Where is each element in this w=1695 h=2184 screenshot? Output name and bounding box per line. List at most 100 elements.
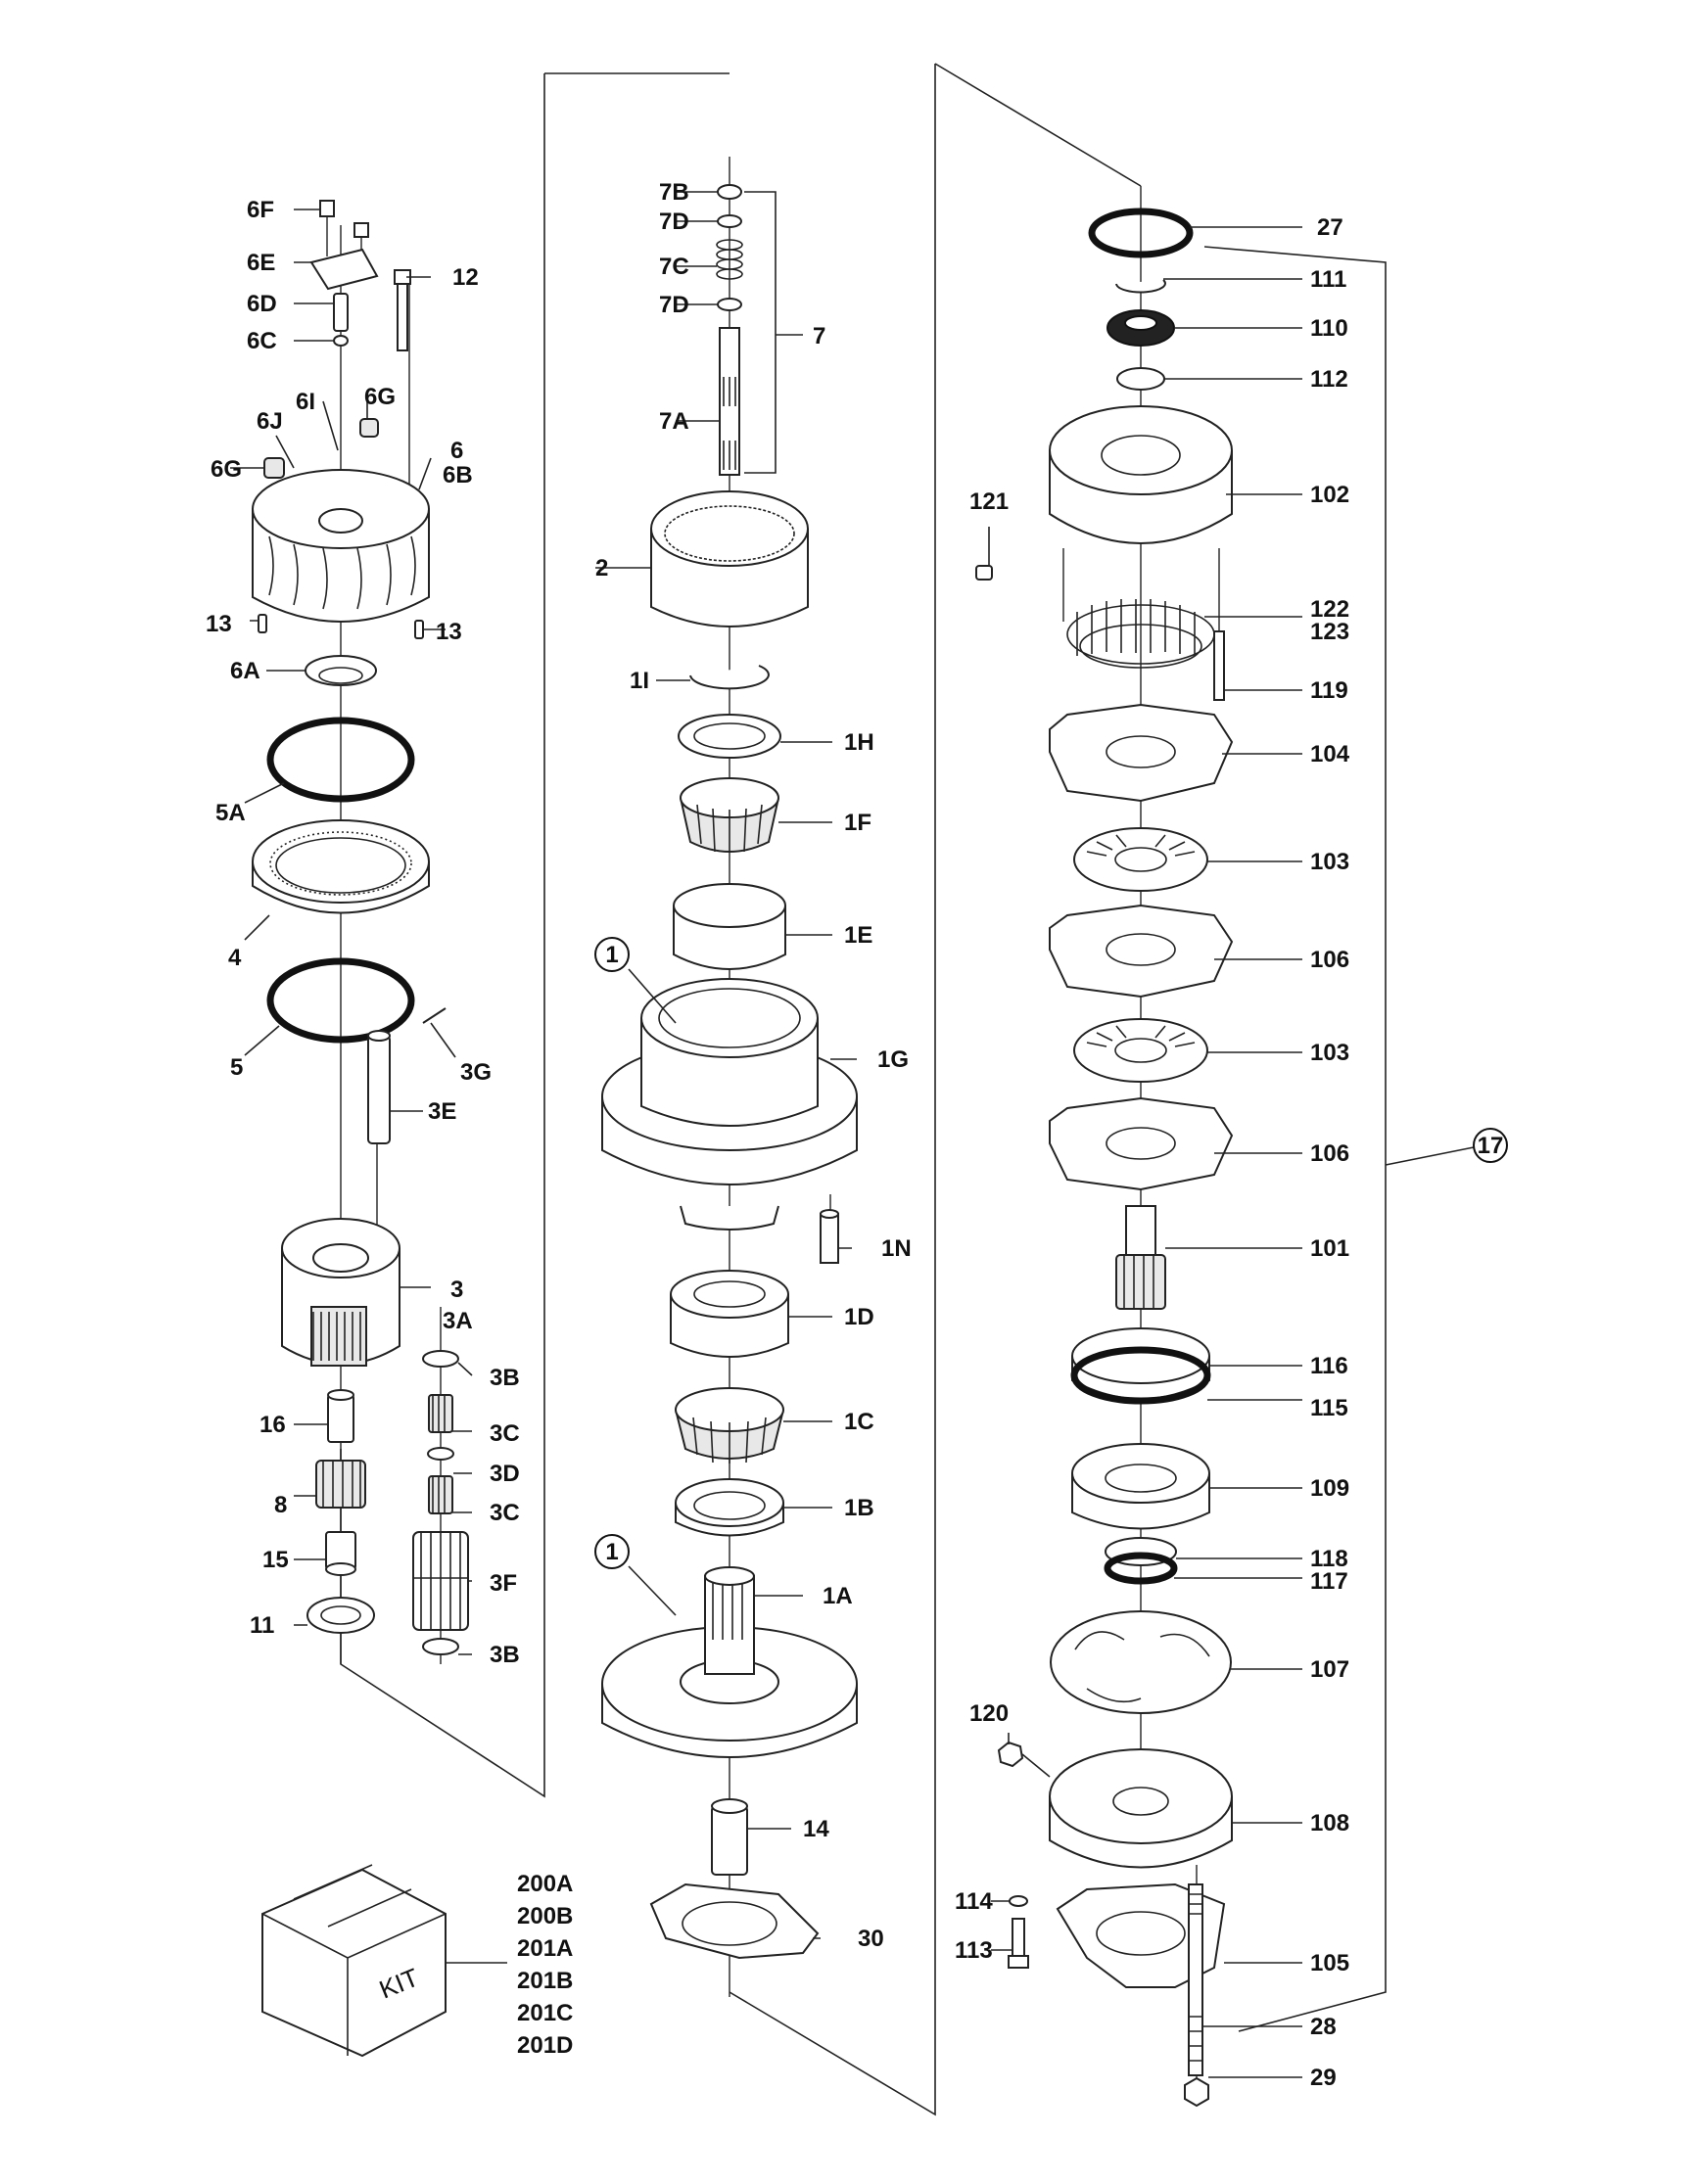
callout-7a: 7A [659,408,689,435]
callout-6g_b: 6G [211,456,242,483]
gear-8 [315,1460,366,1509]
dowel-13-right [414,620,424,639]
o-ring-27 [1088,208,1194,258]
callout-1b: 1B [844,1495,874,1521]
kit-box [261,1864,507,2058]
callout-3f: 3F [490,1570,517,1597]
ring-gear-4 [252,819,430,914]
plate-104 [1049,703,1234,803]
callout-1i: 1I [630,668,649,694]
callout-8: 8 [274,1492,287,1518]
plate-106b [1049,1096,1234,1191]
gasket-30 [649,1882,820,1960]
gasket-105 [1056,1882,1226,1988]
right-assembly [975,208,1234,2108]
kit-code-201a: 201A [517,1935,573,1962]
callout-116: 116 [1310,1353,1348,1379]
spacer-112 [1116,367,1165,391]
callout-105: 105 [1310,1950,1349,1976]
pin-119 [1213,630,1225,701]
needle-3c-bottom [428,1475,453,1514]
callout-108: 108 [1310,1810,1349,1836]
callout-6i: 6I [296,389,315,415]
kit-code-200a: 200A [517,1871,573,1897]
dowel-13-left [258,614,267,633]
callout-101: 101 [1310,1235,1349,1262]
circled-callout-1: 1 [594,1534,630,1569]
callout-107: 107 [1310,1656,1349,1683]
callout-3c_a: 3C [490,1420,520,1447]
callout-11: 11 [250,1612,274,1639]
bolt-12 [394,269,411,351]
callout-6c: 6C [247,328,277,354]
callout-115: 115 [1310,1395,1348,1421]
callout-118: 118 [1310,1546,1348,1572]
ring-7b [717,184,742,200]
seal-1d [670,1270,789,1358]
callout-1f: 1F [844,810,871,836]
callout-117: 117 [1310,1568,1348,1595]
cup-1e [673,883,786,970]
callout-103_b: 103 [1310,1040,1349,1066]
needle-3c-top [428,1394,453,1433]
spacer-3d [427,1447,454,1461]
left-assembly [252,200,469,1655]
ring-gear-2 [650,490,809,627]
callout-106_a: 106 [1310,947,1349,973]
callout-6: 6 [450,438,463,464]
bolt-113 [1008,1918,1029,1969]
spring-7c [716,239,743,280]
callout-7d_b: 7D [659,292,689,318]
callout-7: 7 [813,323,825,349]
callout-111: 111 [1310,266,1346,293]
nut-29 [1184,2076,1209,2108]
friction-disc-103b [1073,1018,1208,1083]
o-ring-5a [266,717,415,803]
callout-6j: 6J [257,408,283,435]
callout-113: 113 [955,1937,993,1964]
bearing-1f [680,777,779,853]
spindle-1a [601,1566,858,1758]
cover-108 [1049,1748,1233,1869]
kit-code-201c: 201C [517,2000,573,2026]
washer-3b-bottom [422,1638,459,1655]
frame-lines [340,63,1475,2116]
callout-29: 29 [1310,2065,1337,2091]
washer-6c [333,335,349,347]
callout-28: 28 [1310,2014,1337,2040]
callout-1n: 1N [881,1235,912,1262]
ring-7d-top [717,214,742,228]
callout-3e: 3E [428,1098,456,1125]
center-assembly [601,184,858,1960]
plug-121 [975,565,993,581]
washer-114 [1009,1895,1028,1907]
callout-122: 122 [1310,596,1349,623]
callout-14: 14 [803,1816,829,1842]
callout-106_b: 106 [1310,1140,1349,1167]
circled-callout-17: 17 [1473,1128,1508,1163]
seal-118-117 [1104,1537,1178,1585]
o-ring-5 [266,957,415,1044]
callout-6f: 6F [247,197,274,223]
hub-1g [601,978,858,1231]
callout-1h: 1H [844,729,874,756]
race-1h [678,714,781,759]
gasket-107 [1050,1610,1232,1714]
kit-code-200b: 200B [517,1903,573,1929]
callout-13_a: 13 [206,611,232,637]
svg-text:1: 1 [605,942,618,968]
carrier-housing-6 [252,469,430,623]
cap-6g-left [263,457,285,479]
callout-1e: 1E [844,922,872,949]
planet-carrier-3 [281,1218,400,1367]
snap-ring-111 [1115,279,1166,294]
callout-110: 110 [1310,315,1348,342]
callout-3b_a: 3B [490,1365,520,1391]
callout-104: 104 [1310,741,1350,767]
callout-109: 109 [1310,1475,1349,1502]
callout-16: 16 [259,1412,286,1438]
callout-3a: 3A [443,1308,473,1334]
stud-1n [820,1209,839,1264]
